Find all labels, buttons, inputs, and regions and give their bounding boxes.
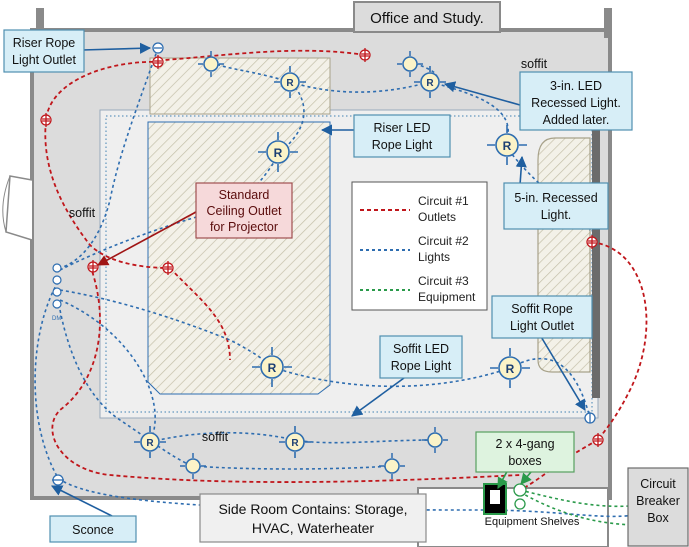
legend-name-2: Lights xyxy=(418,250,450,264)
svg-text:Side Room Contains: Storage,: Side Room Contains: Storage, xyxy=(218,501,407,517)
callout-soffit-led-rope xyxy=(379,335,463,379)
projector-arrow xyxy=(97,211,197,266)
outlets xyxy=(40,48,604,447)
svg-text:3-in. LED: 3-in. LED xyxy=(550,79,602,93)
hatch-top xyxy=(149,57,331,115)
soffit-label-top: soffit xyxy=(521,57,548,71)
recessed-light-8 xyxy=(279,426,311,458)
callout-recessed-5in xyxy=(503,182,609,230)
svg-text:for Projector: for Projector xyxy=(210,220,278,234)
riser-rope-outlet xyxy=(152,42,164,54)
circuit-outlets-wires xyxy=(44,49,648,491)
led-3in-lights xyxy=(180,51,448,479)
outlet-top xyxy=(359,48,371,62)
svg-text:R: R xyxy=(291,438,299,449)
svg-text:Recessed Light.: Recessed Light. xyxy=(531,96,621,110)
callout-gang-boxes xyxy=(475,431,575,473)
callout-riser-led-rope xyxy=(353,114,451,158)
soffit-label-left: soffit xyxy=(69,206,96,220)
callout-standard-ceiling xyxy=(195,182,293,239)
sconce-fixture xyxy=(52,474,64,486)
legend: Circuit #1 Outlets Circuit #2 Lights Cir… xyxy=(351,181,488,311)
recessed-labels: R R R R R R R R xyxy=(146,78,514,449)
callout-arrows xyxy=(50,42,586,517)
svg-text:R: R xyxy=(506,362,515,376)
recessed-light-5 xyxy=(252,347,292,387)
outlet-left-wall xyxy=(40,113,52,127)
recessed-light-7 xyxy=(134,426,166,458)
outlet-projector xyxy=(162,261,174,275)
outlet-right xyxy=(586,235,598,249)
led-3in-light-2 xyxy=(397,51,423,77)
svg-text:R: R xyxy=(268,361,277,375)
svg-text:Light Outlet: Light Outlet xyxy=(12,53,76,67)
led-3in-light-1 xyxy=(198,51,224,77)
projector-area xyxy=(147,121,331,395)
diagram-text: Office and Study. Riser Rope Light Outle… xyxy=(12,10,680,537)
svg-text:Light Outlet: Light Outlet xyxy=(510,319,574,333)
outlet-bottom-right xyxy=(592,433,604,447)
outlet-left xyxy=(87,260,99,274)
switch-stack xyxy=(52,263,62,309)
legend-circuit-1: Circuit #1 xyxy=(418,194,469,208)
led-3in-light-5 xyxy=(422,427,448,453)
recessed-light-6 xyxy=(490,348,530,388)
soffit-label-bottom: soffit xyxy=(202,430,229,444)
svg-text:5-in. Recessed: 5-in. Recessed xyxy=(514,191,597,205)
legend-circuit-2: Circuit #2 xyxy=(418,234,469,248)
svg-text:Breaker: Breaker xyxy=(636,494,680,508)
legend-circuit-3: Circuit #3 xyxy=(418,274,469,288)
page-title: Office and Study. xyxy=(370,10,484,27)
equipment-plugs xyxy=(483,483,527,515)
svg-text:Ceiling Outlet: Ceiling Outlet xyxy=(206,204,282,218)
callout-riser-rope-outlet xyxy=(3,29,85,73)
title-box xyxy=(353,1,501,33)
svg-text:Rope Light: Rope Light xyxy=(372,138,433,152)
svg-text:Added later.: Added later. xyxy=(543,113,610,127)
svg-text:Riser Rope: Riser Rope xyxy=(13,36,76,50)
soffit-rope-outlet xyxy=(584,412,596,424)
led-3in-light-3 xyxy=(180,453,206,479)
svg-text:R: R xyxy=(426,78,434,89)
svg-text:Riser LED: Riser LED xyxy=(374,121,431,135)
callout-sconce xyxy=(49,515,137,543)
recessed-light-3 xyxy=(258,132,298,172)
equipment-shelves-label: Equipment Shelves xyxy=(485,516,580,528)
svg-text:HVAC, Waterheater: HVAC, Waterheater xyxy=(252,520,374,536)
recessed-light-2 xyxy=(414,66,446,98)
svg-text:Circuit: Circuit xyxy=(640,477,676,491)
circuit-equipment-wires xyxy=(519,489,641,526)
svg-text:R: R xyxy=(503,139,512,153)
side-room-box xyxy=(199,493,427,543)
svg-text:Soffit LED: Soffit LED xyxy=(393,342,449,356)
svg-text:Light.: Light. xyxy=(541,208,572,222)
svg-text:Soffit Rope: Soffit Rope xyxy=(511,302,573,316)
svg-text:Sconce: Sconce xyxy=(72,523,114,537)
recessed-light-1 xyxy=(274,66,306,98)
svg-text:Rope Light: Rope Light xyxy=(391,359,452,373)
svg-text:R: R xyxy=(286,78,294,89)
svg-text:R: R xyxy=(146,438,154,449)
led-3in-light-4 xyxy=(379,453,405,479)
outlet-top-left xyxy=(152,55,164,69)
legend-name-1: Outlets xyxy=(418,210,456,224)
svg-text:Standard: Standard xyxy=(219,188,270,202)
dimmer-label: DM xyxy=(52,316,61,322)
svg-text:boxes: boxes xyxy=(508,454,541,468)
callout-soffit-rope-outlet xyxy=(491,295,593,339)
right-wall-stripe xyxy=(592,128,600,398)
callout-led-3in xyxy=(519,71,633,131)
recessed-light-4 xyxy=(487,125,527,165)
legend-name-3: Equipment xyxy=(418,290,476,304)
svg-text:R: R xyxy=(274,146,283,160)
breaker-box xyxy=(627,467,689,547)
svg-text:2 x 4-gang: 2 x 4-gang xyxy=(495,437,554,451)
svg-text:Box: Box xyxy=(647,511,669,525)
recessed-5in-lights xyxy=(134,66,530,458)
door xyxy=(5,175,33,241)
